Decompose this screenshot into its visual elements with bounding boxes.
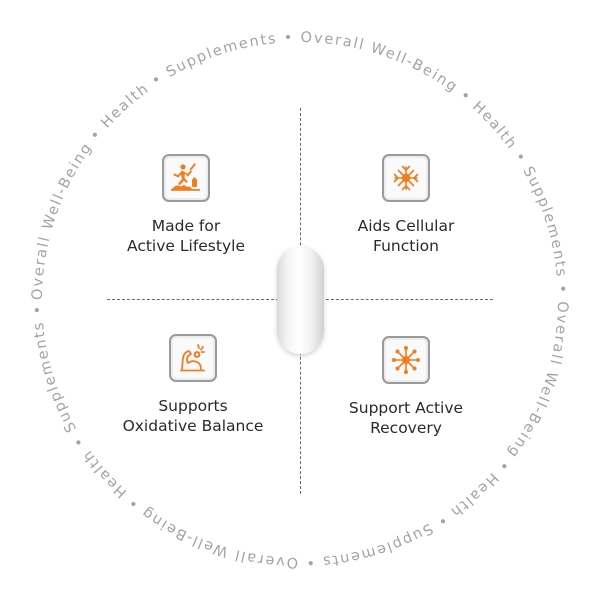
icon-frame xyxy=(162,154,210,202)
feature-oxidative-balance: Supports Oxidative Balance xyxy=(93,334,293,436)
feature-cellular-function: Aids Cellular Function xyxy=(306,154,506,256)
label-line-1: Supports xyxy=(158,397,228,415)
feature-active-recovery: Support Active Recovery xyxy=(306,336,506,438)
capsule-pill-image xyxy=(277,246,324,354)
feature-label: Made for Active Lifestyle xyxy=(86,216,286,256)
network-node-icon xyxy=(392,346,420,374)
label-line-2: Active Lifestyle xyxy=(127,237,245,255)
icon-frame xyxy=(169,334,217,382)
icon-frame xyxy=(382,336,430,384)
feature-label: Support Active Recovery xyxy=(306,398,506,438)
feature-active-lifestyle: Made for Active Lifestyle xyxy=(86,154,286,256)
label-line-1: Aids Cellular xyxy=(357,217,455,235)
active-lifestyle-icon xyxy=(171,163,200,191)
feature-label: Supports Oxidative Balance xyxy=(93,396,293,436)
icon-frame xyxy=(382,154,430,202)
feature-label: Aids Cellular Function xyxy=(306,216,506,256)
strength-arm-icon xyxy=(180,344,205,372)
cell-icon xyxy=(393,165,419,191)
label-line-1: Support Active xyxy=(348,399,464,417)
label-line-2: Recovery xyxy=(370,419,442,437)
label-line-1: Made for xyxy=(151,217,221,235)
label-line-2: Oxidative Balance xyxy=(122,417,264,435)
label-line-2: Function xyxy=(373,237,439,255)
